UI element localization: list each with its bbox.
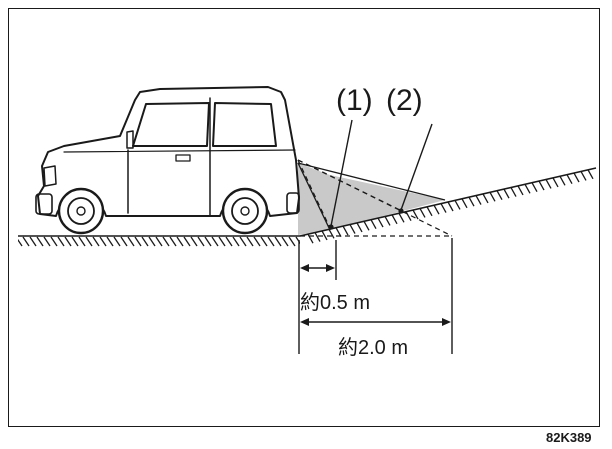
leader-line-2 <box>400 123 433 211</box>
marker-label-1: (1) <box>336 84 373 117</box>
dimension-near <box>298 240 337 354</box>
flat-ground-hatching <box>18 236 300 247</box>
detection-zone <box>298 163 445 235</box>
detection-zone-inner-edge <box>297 162 331 231</box>
sensor-dashed-line-mid <box>297 159 401 211</box>
car-rear-bumper <box>286 192 300 214</box>
car-front-bumper <box>35 193 53 215</box>
car-door-front-window <box>132 102 210 147</box>
leader-line-1 <box>330 119 353 227</box>
detection-zone-top-edge <box>297 162 446 201</box>
car-rear-window <box>212 102 277 147</box>
dimension-near-label: 約0.5 m <box>300 292 371 314</box>
car-door-handle <box>175 154 191 162</box>
car-side-mirror <box>126 130 134 149</box>
car-headlight <box>43 165 57 187</box>
leader-dot-1 <box>328 224 334 230</box>
dimension-far-label: 約2.0 m <box>338 337 409 359</box>
figure-code: 82K389 <box>546 430 592 445</box>
figure-frame <box>8 8 600 427</box>
rear-wheel <box>221 187 269 235</box>
dimension-far <box>300 238 453 354</box>
slope-hatching <box>307 169 594 244</box>
sensor-dashed-line-near <box>297 159 331 229</box>
marker-label-2: (2) <box>386 84 423 117</box>
front-wheel <box>57 187 105 235</box>
car-beltline <box>63 149 296 153</box>
leader-dot-2 <box>398 208 404 214</box>
